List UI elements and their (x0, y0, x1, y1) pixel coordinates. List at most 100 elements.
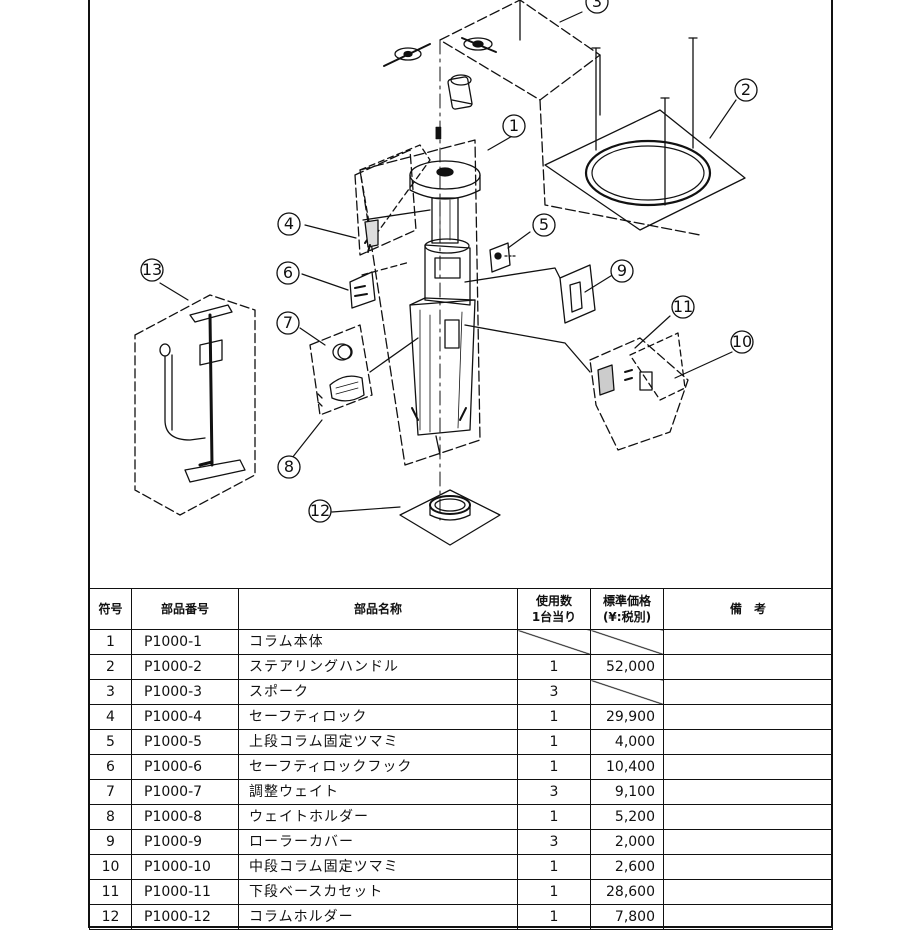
callout-1: 1 (502, 114, 526, 138)
weight-holder-drawing (309, 324, 419, 416)
header-part-number: 部品番号 (131, 588, 239, 630)
cell-price: 29,900 (590, 704, 664, 730)
callout-label: 10 (732, 332, 752, 351)
cell-no: 7 (89, 779, 132, 805)
cell-part-name: コラム本体 (238, 629, 518, 655)
cell-quantity: 1 (517, 729, 591, 755)
cell-price: 4,000 (590, 729, 664, 755)
callout-circle (610, 259, 634, 283)
cell-part-number: P1000-3 (131, 679, 239, 705)
callout-label: 8 (284, 457, 294, 476)
steering-handle-drawing (544, 37, 746, 231)
cell-no: 9 (89, 829, 132, 855)
callout-circle (730, 330, 754, 354)
callout-label: 1 (509, 116, 519, 135)
cell-part-name: 調整ウェイト (238, 779, 518, 805)
cell-part-name: ウェイトホルダー (238, 804, 518, 830)
cell-remarks (663, 804, 833, 830)
cell-part-number: P1000-10 (131, 854, 239, 880)
cell-part-name: ローラーカバー (238, 829, 518, 855)
cell-no: 10 (89, 854, 132, 880)
callout-circle (671, 295, 695, 319)
cell-price: 2,000 (590, 829, 664, 855)
roller-cover-drawing (464, 264, 596, 324)
callout-9: 9 (610, 259, 634, 283)
cell-part-number: P1000-6 (131, 754, 239, 780)
callout-7: 7 (276, 311, 300, 335)
callout-circle (585, 0, 609, 14)
cell-part-number: P1000-2 (131, 654, 239, 680)
cell-price: 9,100 (590, 779, 664, 805)
cell-remarks (663, 854, 833, 880)
callout-4: 4 (277, 212, 301, 236)
callout-label: 4 (284, 214, 294, 233)
cell-part-name: ステアリングハンドル (238, 654, 518, 680)
cell-part-name: セーフティロックフック (238, 754, 518, 780)
base-cassette-drawing (464, 324, 689, 451)
safety-lock-drawing (354, 149, 417, 256)
callout-circle (502, 114, 526, 138)
callout-2: 2 (734, 78, 758, 102)
column-holder-drawing (399, 489, 501, 546)
callout-circle (532, 213, 556, 237)
cell-part-number: P1000-12 (131, 904, 239, 930)
header-quantity-line1: 使用数 (535, 594, 572, 608)
cell-price: 10,400 (590, 754, 664, 780)
cell-no: 6 (89, 754, 132, 780)
cell-price: 2,600 (590, 854, 664, 880)
cell-remarks (663, 654, 833, 680)
cell-quantity: 1 (517, 854, 591, 880)
cell-remarks (663, 779, 833, 805)
cell-part-number: P1000-1 (131, 629, 239, 655)
cell-part-number: P1000-11 (131, 879, 239, 905)
cell-part-number: P1000-4 (131, 704, 239, 730)
stand-assembly-drawing (134, 294, 256, 516)
cell-no: 2 (89, 654, 132, 680)
callout-label: 11 (673, 297, 693, 316)
cell-price: 28,600 (590, 879, 664, 905)
spoke-assembly-drawing (383, 0, 701, 521)
callout-circle (140, 258, 164, 282)
callout-10: 10 (730, 330, 754, 354)
callout-3: 3 (585, 0, 609, 14)
cell-price: 5,200 (590, 804, 664, 830)
callout-5: 5 (532, 213, 556, 237)
cell-part-number: P1000-8 (131, 804, 239, 830)
callout-circle (276, 311, 300, 335)
callout-11: 11 (671, 295, 695, 319)
callout-label: 7 (283, 313, 293, 332)
cell-part-number: P1000-9 (131, 829, 239, 855)
callout-label: 3 (592, 0, 602, 11)
cell-quantity (517, 629, 591, 655)
header-quantity: 使用数 1台当り (517, 588, 591, 630)
callout-8: 8 (277, 455, 301, 479)
cell-quantity: 1 (517, 754, 591, 780)
small-parts-drawing (349, 242, 516, 309)
cell-quantity: 1 (517, 804, 591, 830)
cell-remarks (663, 679, 833, 705)
callout-13: 13 (140, 258, 164, 282)
callout-12: 12 (308, 499, 332, 523)
cell-quantity: 1 (517, 879, 591, 905)
callout-circle (308, 499, 332, 523)
cell-part-name: コラムホルダー (238, 904, 518, 930)
header-part-name: 部品名称 (238, 588, 518, 630)
cell-quantity: 1 (517, 904, 591, 930)
cell-no: 3 (89, 679, 132, 705)
callout-label: 2 (741, 80, 751, 99)
header-remarks: 備 考 (663, 588, 833, 630)
cell-remarks (663, 629, 833, 655)
cell-quantity: 3 (517, 829, 591, 855)
cell-part-name: 中段コラム固定ツマミ (238, 854, 518, 880)
cell-price: 7,800 (590, 904, 664, 930)
callout-circle (276, 261, 300, 285)
